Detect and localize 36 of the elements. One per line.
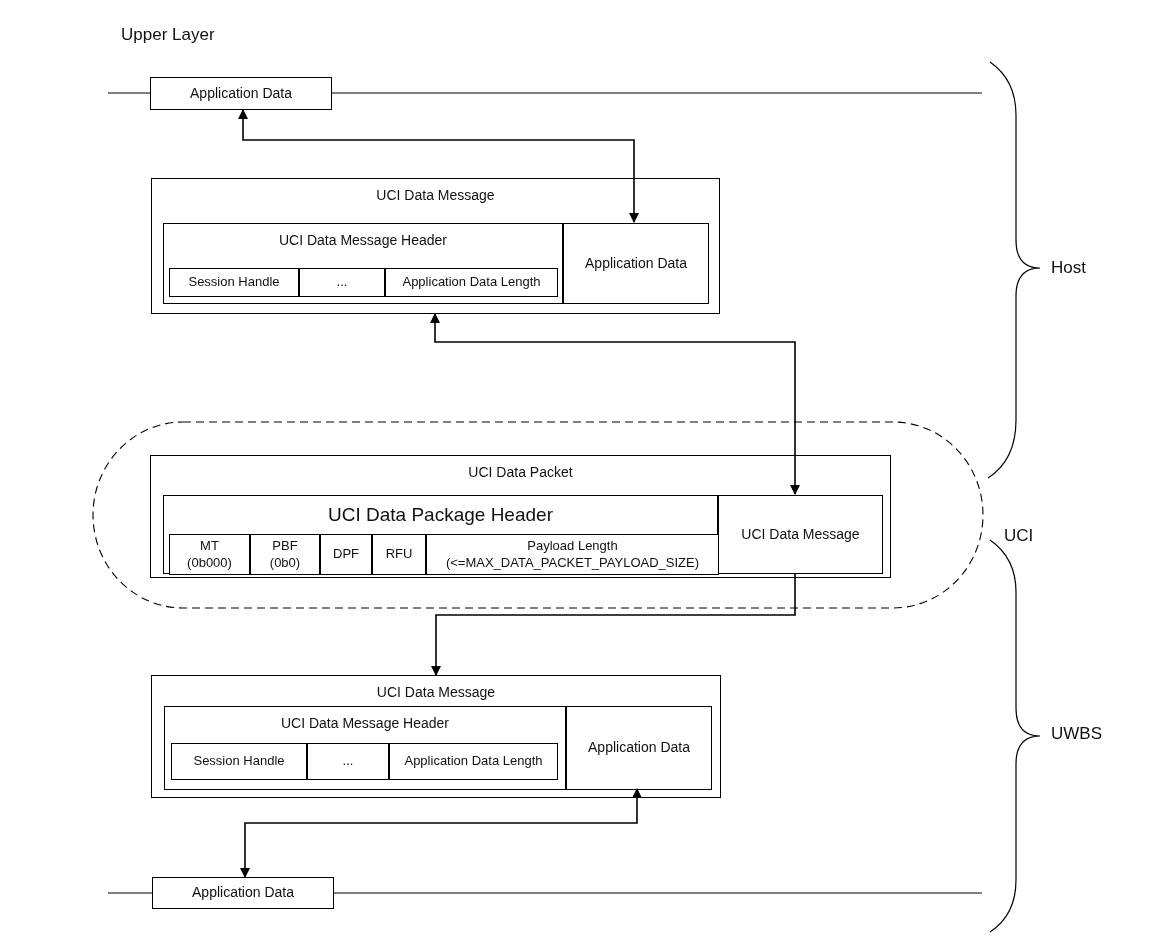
frame-title: UCI Data Message Header bbox=[277, 232, 449, 248]
frame-title: UCI Data Packet bbox=[467, 464, 574, 480]
field-cell: Application Data Length bbox=[389, 743, 558, 780]
field-cell: ... bbox=[299, 268, 385, 297]
frame-title: UCI Data Package Header bbox=[327, 504, 554, 526]
field-cell: MT (0b000) bbox=[169, 534, 250, 575]
field-cell: Payload Length (<=MAX_DATA_PACKET_PAYLOAD_SIZE) bbox=[426, 534, 719, 575]
arrow bbox=[431, 572, 796, 676]
arrow bbox=[430, 313, 800, 495]
field-cell: ... bbox=[307, 743, 389, 780]
layer-label: Upper Layer bbox=[121, 25, 215, 45]
frame-title: UCI Data Message bbox=[375, 684, 497, 700]
frame-box bbox=[151, 178, 720, 314]
frame-box bbox=[163, 495, 718, 574]
arrow bbox=[240, 788, 642, 878]
field-cell: RFU bbox=[372, 534, 426, 575]
frame-box bbox=[163, 223, 563, 304]
frame-box bbox=[150, 455, 891, 578]
data-box: UCI Data Message bbox=[718, 495, 883, 574]
field-cell: DPF bbox=[320, 534, 372, 575]
field-cell: Session Handle bbox=[171, 743, 307, 780]
field-cell: Session Handle bbox=[169, 268, 299, 297]
brace-label: UWBS bbox=[1051, 724, 1102, 744]
data-box: Application Data bbox=[563, 223, 709, 304]
arrow bbox=[238, 109, 639, 223]
frame-box bbox=[151, 675, 721, 798]
field-cell: PBF (0b0) bbox=[250, 534, 320, 575]
data-box: Application Data bbox=[150, 77, 332, 110]
brace-label: UCI bbox=[1004, 526, 1034, 546]
brace-label: Host bbox=[1051, 258, 1086, 278]
frame-title: UCI Data Message bbox=[375, 187, 496, 203]
frame-title: UCI Data Message Header bbox=[279, 715, 451, 731]
data-box: Application Data bbox=[566, 706, 712, 790]
data-box: Application Data bbox=[152, 877, 334, 909]
field-cell: Application Data Length bbox=[385, 268, 558, 297]
frame-box bbox=[164, 706, 566, 790]
